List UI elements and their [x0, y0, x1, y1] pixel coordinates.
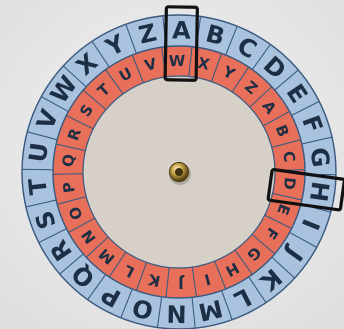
outer-letter-a: A — [172, 16, 191, 44]
inner-letter-q: Q — [59, 153, 78, 168]
inner-letter-j: J — [178, 274, 185, 292]
outer-letter-n: N — [166, 299, 187, 327]
outer-letter-g: G — [305, 146, 335, 168]
outer-letter-u: U — [24, 141, 54, 164]
inner-letter-d: D — [280, 176, 299, 190]
pin-hole — [175, 168, 183, 176]
outer-letter-h: H — [304, 180, 335, 204]
inner-letter-w: W — [169, 52, 186, 70]
